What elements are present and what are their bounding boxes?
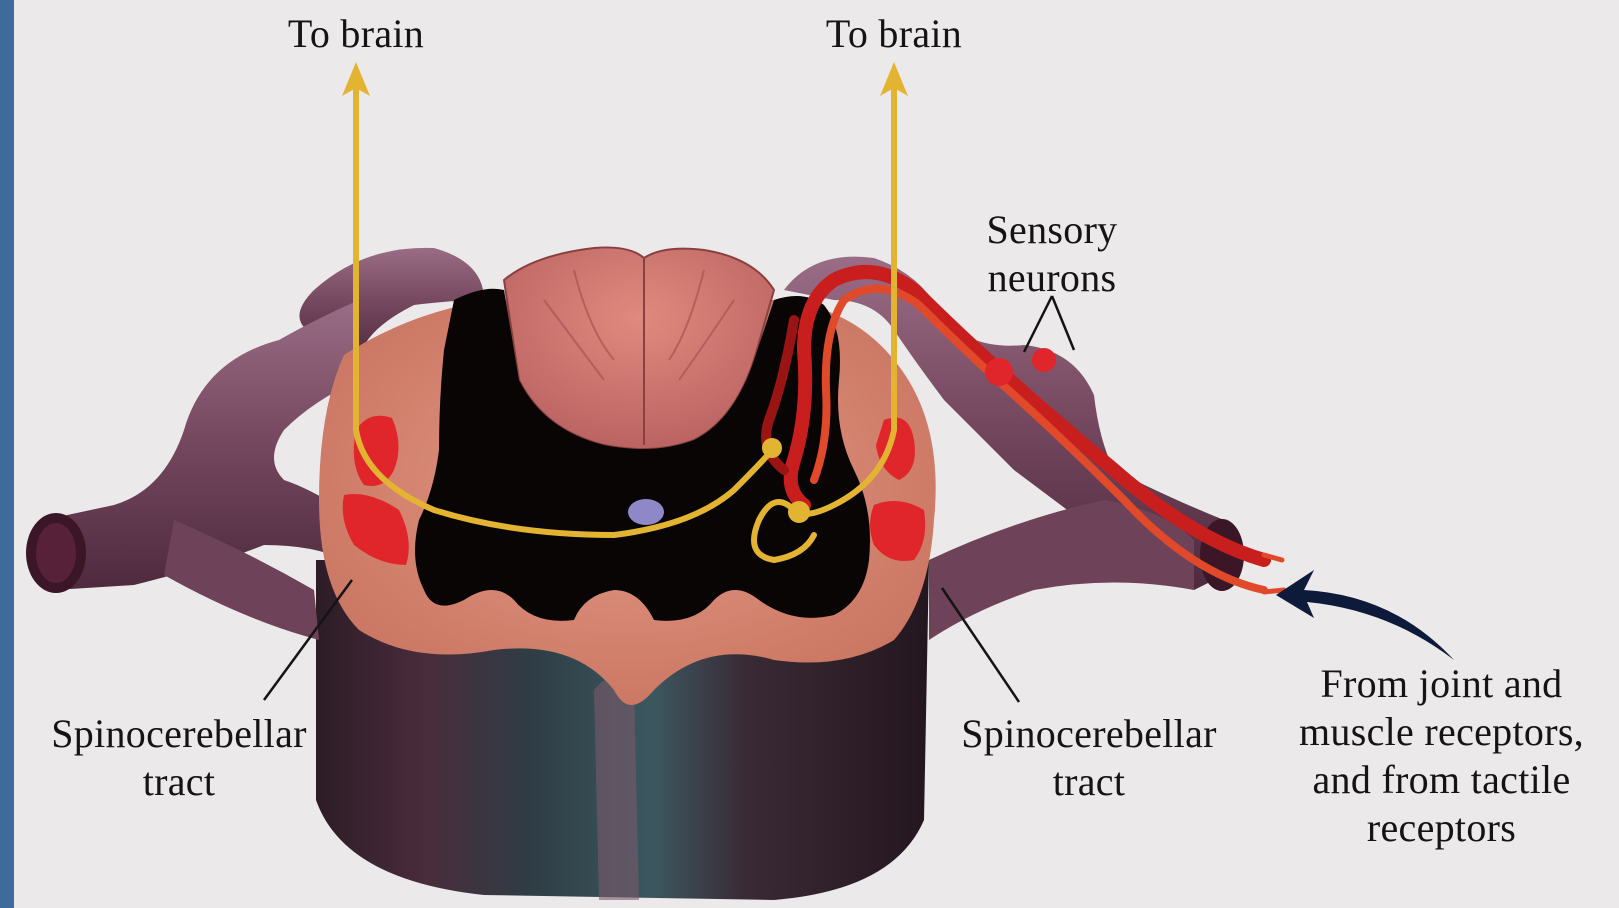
label-sensory-neurons: Sensory neurons: [962, 206, 1142, 302]
synapse-dot-2: [788, 501, 810, 523]
receptor-arrow-icon: [1276, 570, 1454, 660]
label-spinocerebellar-right: Spinocerebellar tract: [934, 710, 1244, 806]
label-to-brain-right: To brain: [814, 10, 974, 58]
label-spinocerebellar-left: Spinocerebellar tract: [24, 710, 334, 806]
diagram-canvas: To brain To brain Sensory neurons Spinoc…: [14, 0, 1619, 908]
synapse-dot-1: [762, 438, 782, 458]
label-to-brain-left: To brain: [276, 10, 436, 58]
label-receptors: From joint and muscle receptors, and fro…: [1269, 660, 1614, 852]
central-canal: [628, 499, 664, 525]
